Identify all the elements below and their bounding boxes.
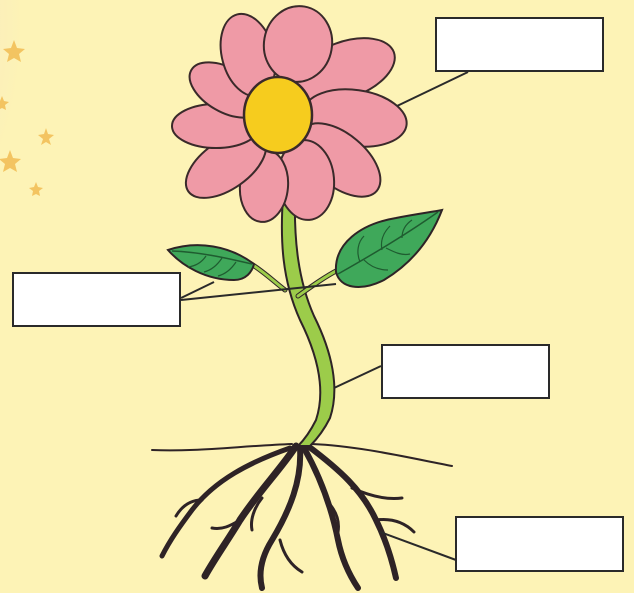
label-box-leaf[interactable] — [12, 272, 181, 327]
label-box-flower[interactable] — [435, 17, 604, 72]
label-box-stem[interactable] — [381, 344, 550, 399]
flower-center — [244, 77, 312, 153]
label-box-root[interactable] — [455, 516, 624, 572]
